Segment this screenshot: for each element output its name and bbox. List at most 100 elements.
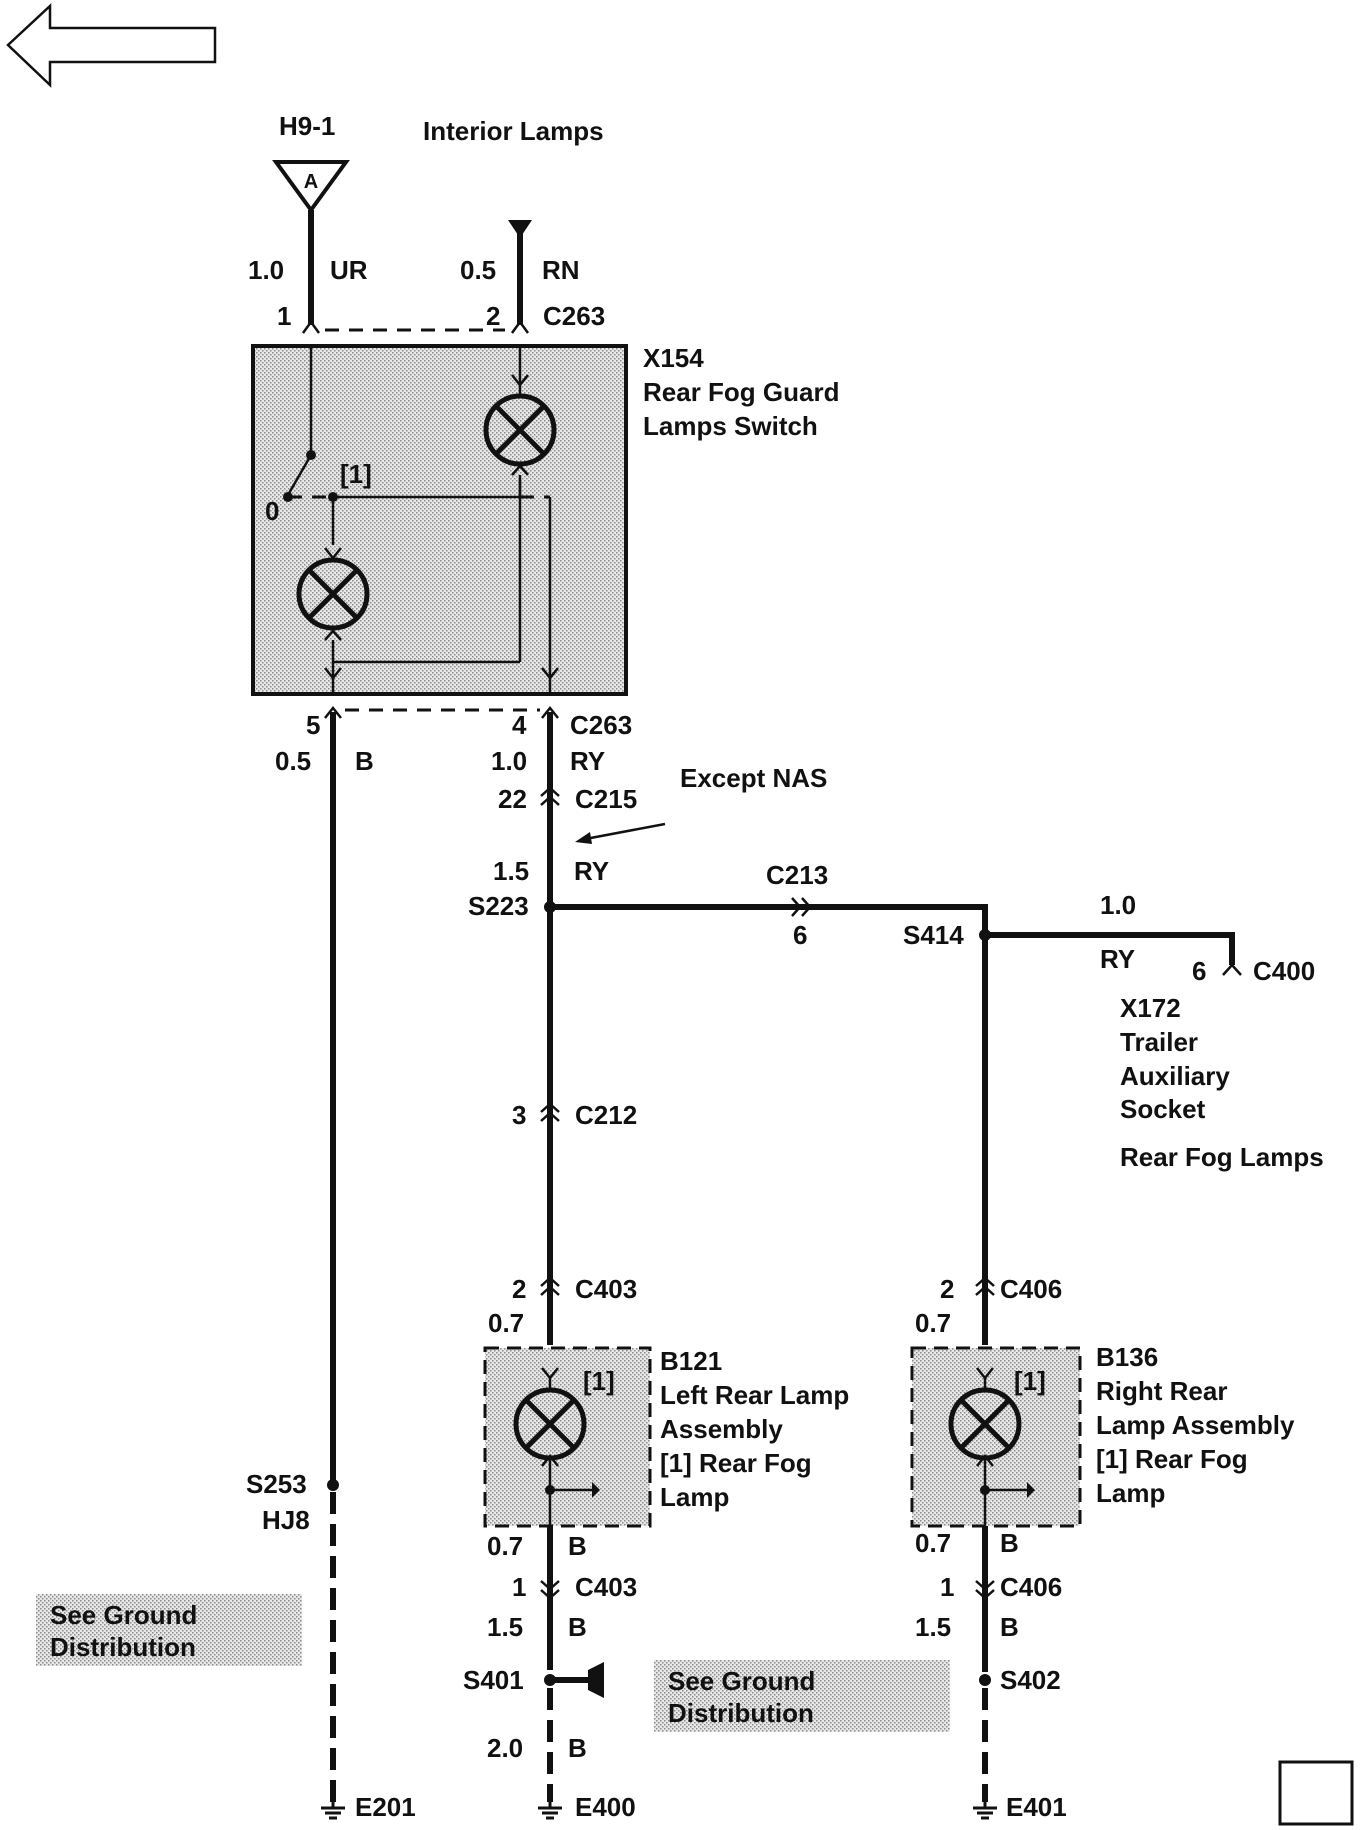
- s401-ground-terminal-icon: [588, 1662, 604, 1698]
- pin5-connector-icon: [324, 705, 342, 719]
- c403-bottom-connector-icon: [540, 1580, 560, 1600]
- left-out-size: 0.7: [487, 1531, 523, 1561]
- c400-pin: 6: [1192, 956, 1206, 986]
- corner-box[interactable]: [1278, 1760, 1354, 1826]
- source-terminal: A: [272, 160, 350, 214]
- ground-note-left: See Ground Distribution: [36, 1594, 302, 1666]
- left-lamp-marker: [1]: [583, 1366, 615, 1396]
- ground-note-center-line1: See Ground: [668, 1666, 815, 1696]
- back-arrow-icon[interactable]: [6, 3, 217, 88]
- trailer-line3: Socket: [1120, 1094, 1206, 1124]
- c263-top-label: C263: [543, 301, 605, 331]
- switch-pos-1: [1]: [340, 459, 372, 489]
- w2-color: RN: [542, 255, 580, 285]
- interior-lamps-label: Interior Lamps: [423, 116, 604, 146]
- switch-indicator-lamp-icon: [483, 393, 557, 467]
- w4-color: RY: [570, 746, 605, 776]
- except-nas-pointer: [579, 822, 666, 842]
- right-out-size: 0.7: [915, 1528, 951, 1558]
- c213-label: C213: [766, 860, 828, 890]
- left-rear-fog-lamp-icon: [513, 1387, 587, 1461]
- trailer-line2: Auxiliary: [1120, 1061, 1230, 1091]
- w1-pin: 1: [277, 301, 291, 331]
- c212-connector-icon: [540, 1102, 560, 1122]
- source-id: H9-1: [279, 111, 335, 141]
- c400-size: 1.0: [1100, 890, 1136, 920]
- s401-label: S401: [463, 1665, 524, 1695]
- left-lamp-id: B121: [660, 1346, 722, 1376]
- c400-connector-icon: [1222, 963, 1242, 976]
- trailer-id: X172: [1120, 993, 1181, 1023]
- right-b15-size: 1.5: [915, 1612, 951, 1642]
- c212-pin: 3: [512, 1100, 526, 1130]
- s414-label: S414: [903, 920, 964, 950]
- w5-pin: 5: [306, 710, 320, 740]
- c406a-pin: 2: [940, 1274, 954, 1304]
- w1-size: 1.0: [248, 255, 284, 285]
- left-b15-size: 1.5: [487, 1612, 523, 1642]
- right-lamp-line4: Lamp: [1096, 1478, 1165, 1508]
- c403b-label: C403: [575, 1572, 637, 1602]
- switch-illumination-lamp-icon: [296, 557, 370, 631]
- trailer-line1: Trailer: [1120, 1027, 1198, 1057]
- right-lamp-line1: Right Rear: [1096, 1376, 1227, 1406]
- left-lamp-line4: Lamp: [660, 1482, 729, 1512]
- s253-splice-icon: [327, 1479, 339, 1491]
- switch-name-line2: Lamps Switch: [643, 411, 818, 441]
- s253-label: S253: [246, 1469, 307, 1499]
- ground-e400-icon: [538, 1802, 562, 1820]
- pin1-connector-icon: [301, 319, 321, 334]
- c406a-label: C406: [1000, 1274, 1062, 1304]
- right-lamp-marker: [1]: [1014, 1366, 1046, 1396]
- except-nas-label: Except NAS: [680, 763, 827, 793]
- left-out-color: B: [568, 1531, 587, 1561]
- c215-pin: 22: [498, 784, 527, 814]
- ground-note-center-line2: Distribution: [668, 1698, 814, 1728]
- ground-e401-icon: [973, 1802, 997, 1820]
- c403-top-connector-icon: [540, 1276, 560, 1296]
- left-lamp-line3: [1] Rear Fog: [660, 1448, 812, 1478]
- c406-bottom-connector-icon: [975, 1580, 995, 1600]
- w2-pin: 2: [486, 301, 500, 331]
- pin2-connector-icon: [510, 319, 530, 334]
- ground-note-left-line1: See Ground: [50, 1600, 197, 1630]
- c215-connector-icon: [540, 786, 560, 806]
- right-lamp-line2: Lamp Assembly: [1096, 1410, 1295, 1440]
- s223-label: S223: [468, 891, 529, 921]
- ground-e401-label: E401: [1006, 1792, 1067, 1822]
- c212-label: C212: [575, 1100, 637, 1130]
- left-in-size: 0.7: [488, 1308, 524, 1338]
- right-rear-fog-lamp-icon: [948, 1387, 1022, 1461]
- w4-pin: 4: [512, 710, 527, 740]
- left-b15-color: B: [568, 1612, 587, 1642]
- c403b-pin: 1: [512, 1572, 526, 1602]
- left-lamp-assembly: [483, 1346, 652, 1528]
- s402-label: S402: [1000, 1665, 1061, 1695]
- c213-connector-icon: [791, 897, 812, 917]
- c400-color: RY: [1100, 944, 1135, 974]
- c403a-label: C403: [575, 1274, 637, 1304]
- s402-splice-icon: [979, 1674, 991, 1686]
- ground-e201-label: E201: [355, 1792, 416, 1822]
- w5-size: 0.5: [275, 746, 311, 776]
- right-out-color: B: [1000, 1528, 1019, 1558]
- source-terminal-label: A: [304, 171, 318, 193]
- ground-e400-label: E400: [575, 1792, 636, 1822]
- trailer-line4: Rear Fog Lamps: [1120, 1142, 1324, 1172]
- c263-bottom-label: C263: [570, 710, 632, 740]
- switch-name-line1: Rear Fog Guard: [643, 377, 839, 407]
- c403a-pin: 2: [512, 1274, 526, 1304]
- c215-label: C215: [575, 784, 637, 814]
- c406-top-connector-icon: [975, 1276, 995, 1296]
- right-in-size: 0.7: [915, 1308, 951, 1338]
- w4-size: 1.0: [491, 746, 527, 776]
- c400-label: C400: [1253, 956, 1315, 986]
- hj8-label: HJ8: [262, 1505, 310, 1535]
- c213-pin: 6: [793, 920, 807, 950]
- except-nas-arrow-icon: [575, 832, 592, 844]
- ry15-color: RY: [574, 856, 609, 886]
- w2-size: 0.5: [460, 255, 496, 285]
- c406b-label: C406: [1000, 1572, 1062, 1602]
- left-b20-color: B: [568, 1733, 587, 1763]
- c406b-pin: 1: [940, 1572, 954, 1602]
